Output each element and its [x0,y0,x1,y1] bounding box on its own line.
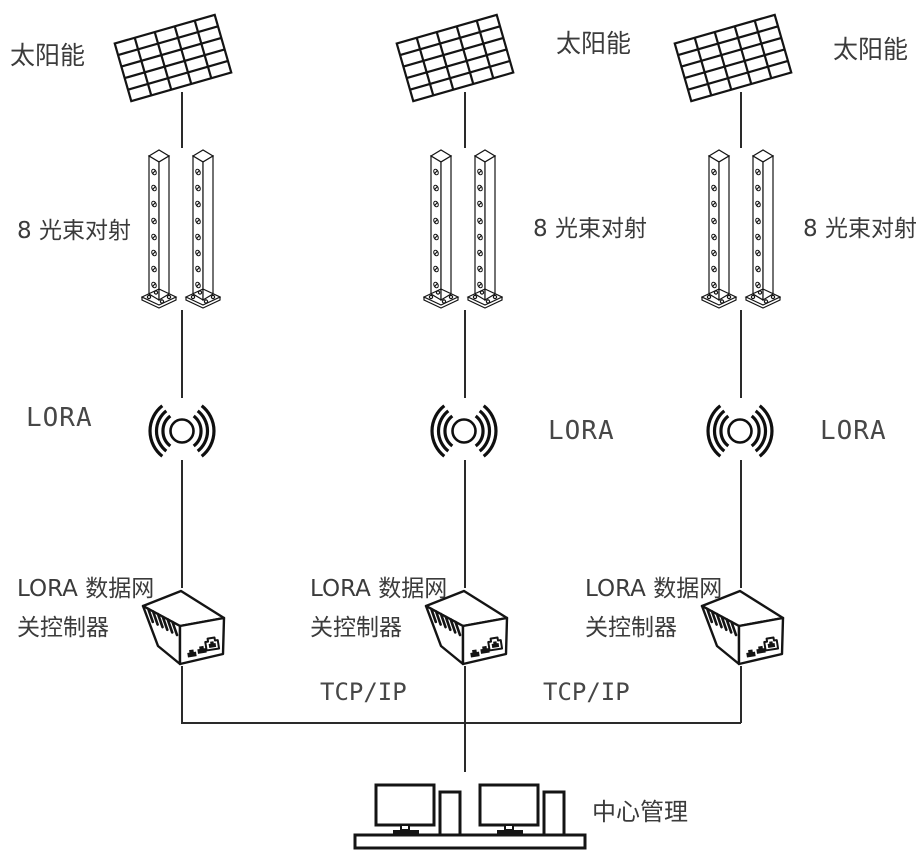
connector-bus-to-management [464,722,466,772]
tcpip-label-1: TCP/IP [320,678,407,706]
management-computers-icon [353,783,587,850]
solar-label: 太阳能 [833,35,909,64]
beam-posts-icon [141,148,221,318]
lora-antenna-icon [148,404,216,458]
beam-posts-label: 8 光束对射 [17,218,131,244]
solar-panel-icon [673,13,793,103]
beam-posts-icon [423,148,503,318]
lora-antenna-label: LORA [548,416,615,446]
gateway-label-line2: 关控制器 [310,615,402,641]
gateway-label-line2: 关控制器 [17,615,109,641]
solar-label: 太阳能 [10,41,86,70]
lora-antenna-label: LORA [26,403,93,433]
connector-solar-to-posts [464,92,466,148]
solar-panel-icon [113,13,233,103]
connector-gateway-to-bus [740,666,742,723]
gateway-label-line1: LORA 数据网 [17,576,155,602]
connector-gateway-to-bus [181,666,183,723]
solar-label: 太阳能 [556,29,632,58]
lora-antenna-label: LORA [820,416,887,446]
connector-posts-to-lora [740,310,742,398]
management-label: 中心管理 [592,798,688,826]
beam-posts-label: 8 光束对射 [533,216,647,242]
tcpip-label-2: TCP/IP [543,678,630,706]
connector-solar-to-posts [181,92,183,148]
connector-lora-to-gateway [181,460,183,588]
connector-solar-to-posts [740,92,742,148]
beam-posts-label: 8 光束对射 [803,216,916,242]
gateway-label-line2: 关控制器 [585,615,677,641]
lora-gateway-icon [700,589,785,666]
lora-gateway-icon [141,589,226,666]
solar-panel-icon [395,13,515,103]
gateway-label-line1: LORA 数据网 [310,576,448,602]
tcpip-bus-line [181,722,741,724]
connector-gateway-to-bus [464,666,466,723]
lora-antenna-icon [430,404,498,458]
lora-antenna-icon [706,404,774,458]
connector-posts-to-lora [464,310,466,398]
connector-lora-to-gateway [464,460,466,588]
beam-posts-icon [701,148,781,318]
lora-gateway-icon [424,589,509,666]
connector-posts-to-lora [181,310,183,398]
gateway-label-line1: LORA 数据网 [585,576,723,602]
connector-lora-to-gateway [740,460,742,588]
